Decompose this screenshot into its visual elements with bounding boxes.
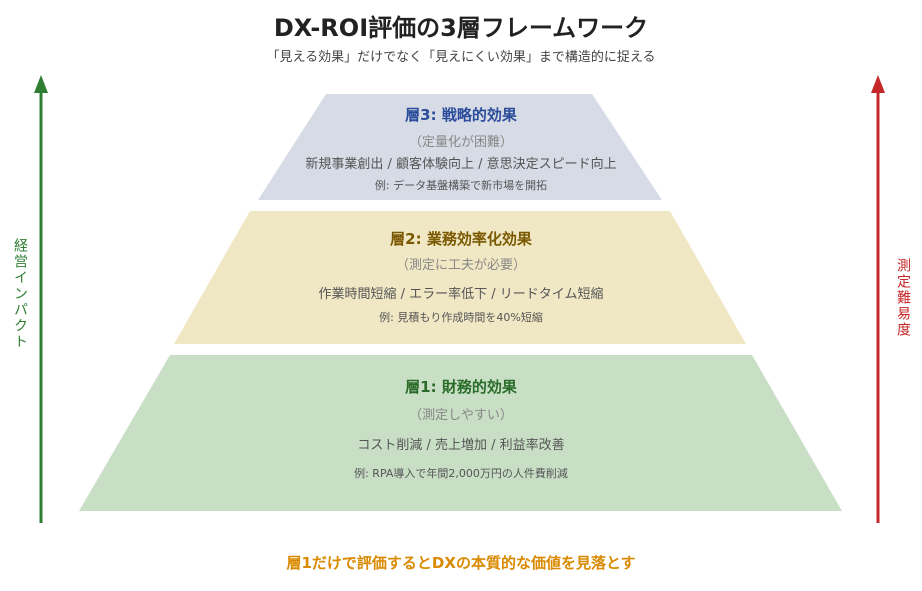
page-title: DX-ROI評価の3層フレームワーク — [273, 14, 649, 42]
layer3-items: 新規事業創出 / 顧客体験向上 / 意思決定スピード向上 — [305, 157, 617, 172]
left-arrow-head-icon — [34, 75, 48, 93]
right-arrow-head-icon — [871, 75, 885, 93]
layer3-shape — [258, 94, 662, 200]
layer1-note: （測定しやすい） — [409, 408, 513, 423]
layer2-shape — [174, 211, 746, 344]
footer-note: 層1だけで評価するとDXの本質的な価値を見落とす — [286, 554, 636, 572]
right-axis-label: 測定難易度 — [895, 258, 911, 338]
layer1-shape — [79, 355, 842, 511]
layer3-example: 例: データ基盤構築で新市場を開拓 — [374, 179, 548, 192]
layer1-title: 層1: 財務的効果 — [405, 378, 517, 396]
subtitle: 「見える効果」だけでなく「見えにくい効果」まで構造的に捉える — [266, 50, 656, 65]
layer2-items: 作業時間短縮 / エラー率低下 / リードタイム短縮 — [318, 287, 604, 302]
layer2-example: 例: 見積もり作成時間を40%短縮 — [379, 311, 543, 324]
layer3-note: （定量化が困難） — [408, 135, 513, 150]
left-axis-label: 経営インパクト — [12, 238, 28, 350]
layer2-note: （測定に工夫が必要） — [395, 258, 526, 273]
layer1-example: 例: RPA導入で年間2,000万円の人件費削減 — [354, 467, 568, 480]
layer1-items: コスト削減 / 売上増加 / 利益率改善 — [357, 438, 565, 453]
layer3-title: 層3: 戦略的効果 — [405, 106, 517, 124]
layer2-title: 層2: 業務効率化効果 — [390, 230, 532, 248]
